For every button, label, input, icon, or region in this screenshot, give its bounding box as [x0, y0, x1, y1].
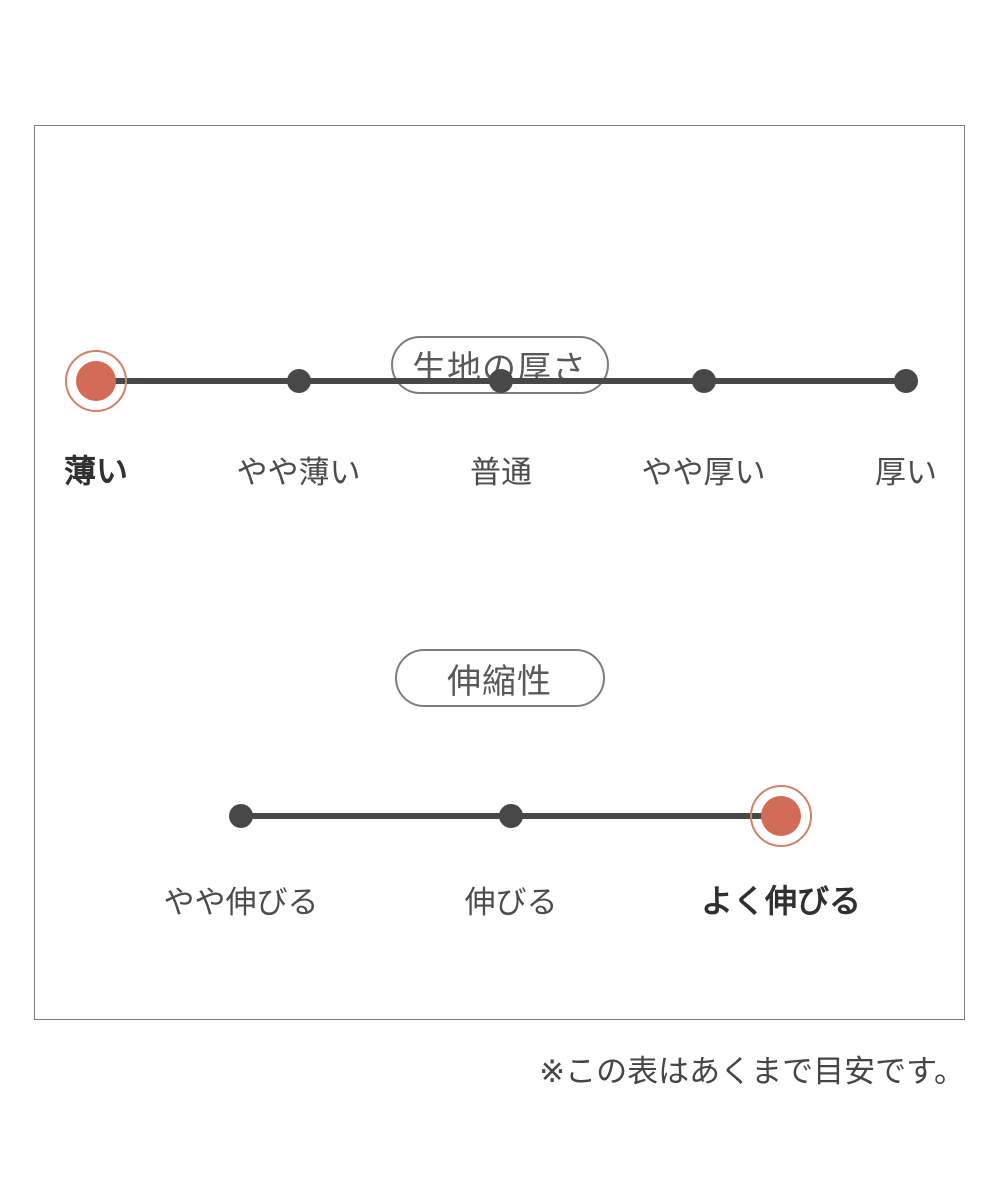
section-title-stretch: 伸縮性: [394, 649, 605, 707]
stretch-option-selected: よく伸びる: [700, 882, 861, 920]
thickness-option: やや厚い: [641, 455, 766, 491]
stretch-dot-selected: [761, 796, 801, 836]
thickness-option: やや薄い: [236, 455, 361, 491]
stretch-dot: [229, 804, 253, 828]
thickness-option-selected: 薄い: [63, 452, 128, 490]
thickness-dot: [691, 369, 716, 393]
stretch-selected-ring: [750, 785, 812, 847]
disclaimer-note: ※この表はあくまで目安です。: [539, 1054, 965, 1090]
spec-frame: 生地の厚さ 薄い やや薄い 普通 やや厚い 厚い 伸縮性 やや伸びる 伸びる よ…: [34, 125, 965, 1020]
stretch-option: 伸びる: [464, 885, 558, 921]
thickness-dot-selected: [76, 361, 116, 401]
stretch-dot: [499, 804, 523, 828]
thickness-dot: [489, 369, 513, 393]
thickness-option: 厚い: [875, 455, 937, 491]
thickness-option: 普通: [470, 455, 532, 491]
thickness-dot: [894, 369, 918, 393]
section-title-stretch-label: 伸縮性: [447, 661, 552, 702]
thickness-selected-ring: [65, 350, 127, 412]
thickness-dot: [286, 369, 311, 393]
stretch-option: やや伸びる: [163, 885, 319, 921]
